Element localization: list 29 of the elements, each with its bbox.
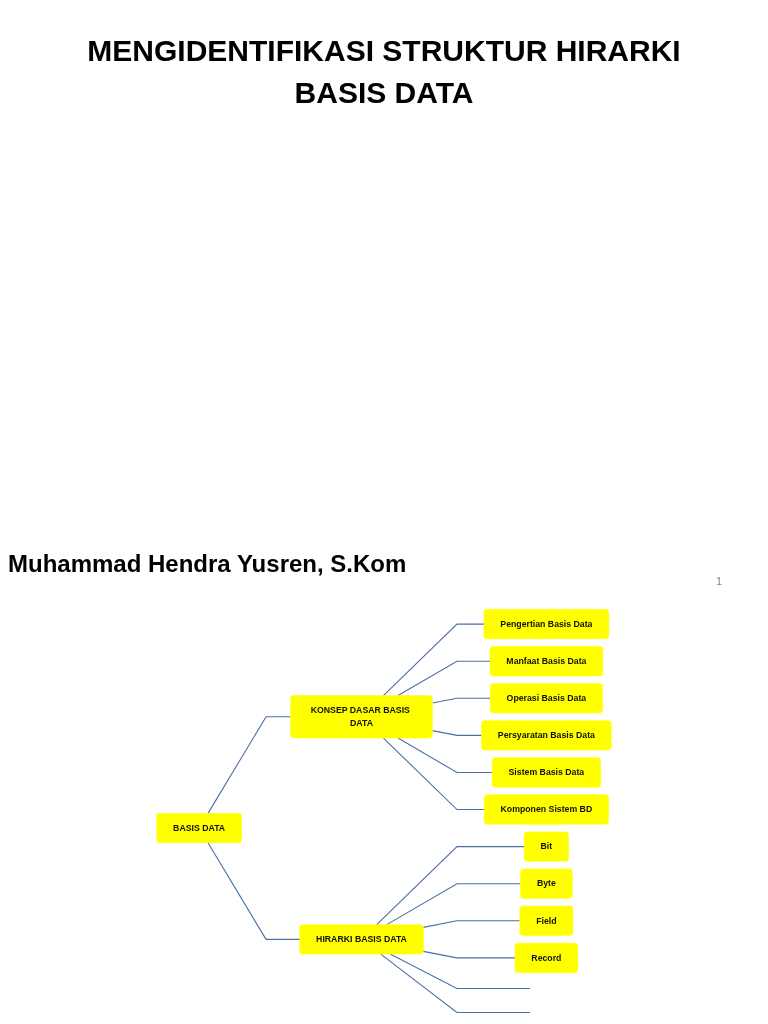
node-box: Persyaratan Basis Data <box>481 720 612 751</box>
node-box: Record <box>514 942 579 973</box>
connector <box>397 660 491 697</box>
connector <box>380 953 531 1013</box>
node-box: Bit <box>523 831 569 862</box>
node-box: Operasi Basis Data <box>489 683 603 714</box>
node-box: Sistem Basis Data <box>491 757 601 788</box>
connector <box>382 737 485 811</box>
connector <box>382 623 485 697</box>
node-box: Manfaat Basis Data <box>489 646 604 677</box>
connector <box>386 883 522 926</box>
connector <box>207 842 301 940</box>
node-box: HIRARKI BASIS DATA <box>299 924 424 955</box>
connector <box>207 716 292 814</box>
connector <box>431 730 483 736</box>
node-box: Komponen Sistem BD <box>483 794 609 825</box>
connector <box>431 697 491 704</box>
connector <box>376 846 525 926</box>
node-box: Pengertian Basis Data <box>483 609 610 640</box>
connector <box>422 920 521 928</box>
connector <box>422 950 516 959</box>
node-box: Field <box>519 905 574 936</box>
page-number: 1 <box>715 575 722 587</box>
node-box: Byte <box>520 868 573 899</box>
node-box: BASIS DATA <box>156 813 242 844</box>
node-box: KONSEP DASAR BASIS DATA <box>290 695 433 739</box>
author-name: Muhammad Hendra Yusren, S.Kom <box>8 550 407 578</box>
connector <box>397 737 493 773</box>
title: MENGIDENTIFIKASI STRUKTUR HIRARKI BASIS DATA <box>86 33 682 111</box>
